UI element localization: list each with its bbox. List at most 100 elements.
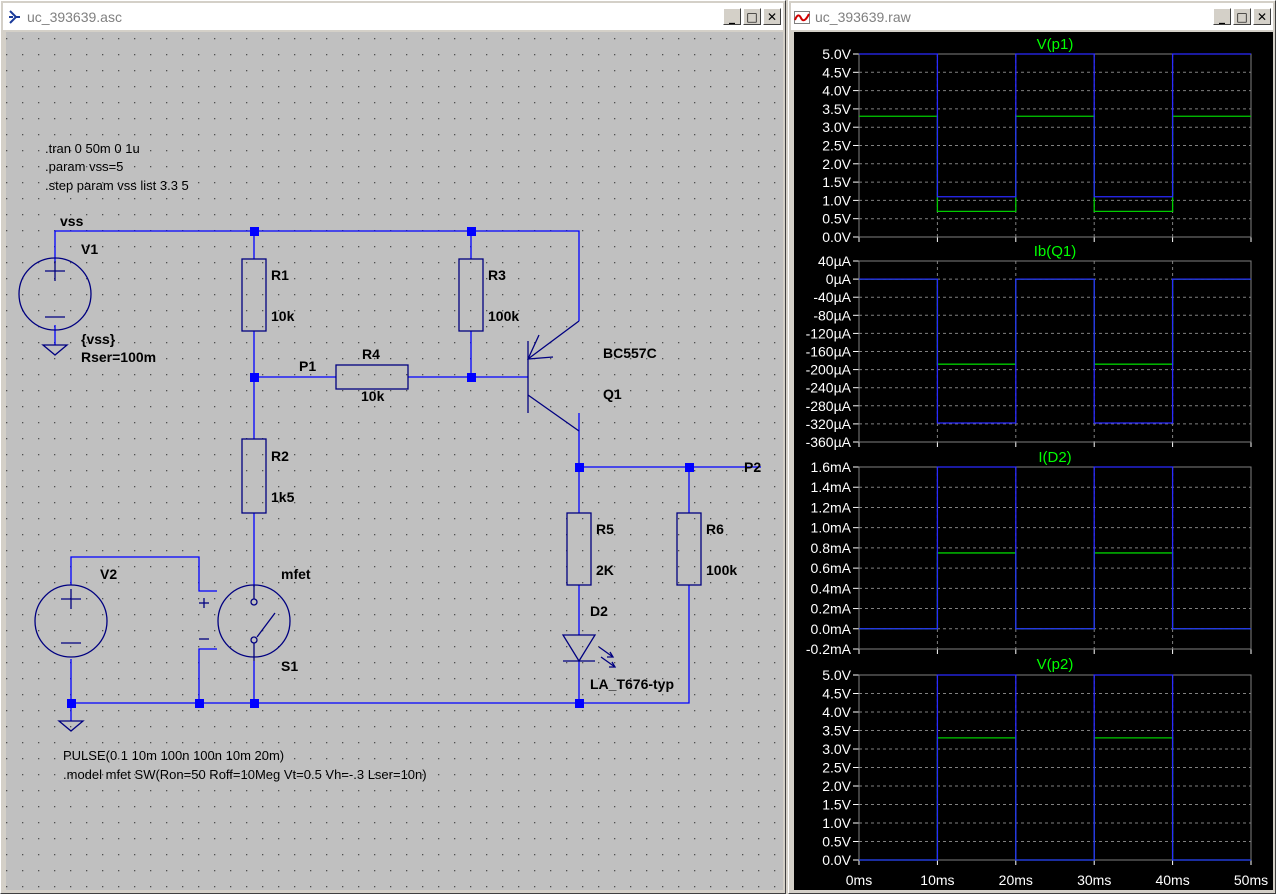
r4-value: 10k xyxy=(361,388,385,404)
d2-value: LA_T676-typ xyxy=(590,676,674,692)
schematic-canvas[interactable]: .tran 0 50m 0 1u .param vss=5 .step para… xyxy=(6,32,783,890)
ground-symbol-main xyxy=(57,720,85,732)
directive-param[interactable]: .param vss=5 xyxy=(45,159,123,174)
r3-name: R3 xyxy=(488,267,506,283)
y-tick-label: -120µA xyxy=(806,325,852,341)
y-tick-label: 1.5V xyxy=(822,174,851,190)
q1-value: BC557C xyxy=(603,345,657,361)
trace-title: I(D2) xyxy=(1038,449,1071,466)
trace-line xyxy=(859,115,1251,213)
y-tick-label: -0.2mA xyxy=(806,641,852,657)
y-tick-label: 1.0V xyxy=(822,815,851,831)
y-tick-label: 3.5V xyxy=(822,723,851,739)
y-tick-label: -360µA xyxy=(806,434,852,450)
maximize-button[interactable]: □ xyxy=(1233,8,1251,25)
waveform-pane[interactable]: 5.0V4.5V4.0V3.5V3.0V2.5V2.0V1.5V1.0V0.5V… xyxy=(822,656,1252,868)
trace-line xyxy=(859,466,1251,630)
r2-resistor[interactable] xyxy=(241,438,267,514)
r1-resistor[interactable] xyxy=(241,258,267,332)
schematic-window[interactable]: uc_393639.asc _ □ ✕ .tran 0 50m 0 1u .pa… xyxy=(0,0,786,894)
waveform-titlebar[interactable]: uc_393639.raw _ □ ✕ xyxy=(791,3,1273,30)
y-tick-label: 5.0V xyxy=(822,667,851,683)
y-tick-label: 0.0V xyxy=(822,229,851,245)
y-tick-label: 0.6mA xyxy=(811,560,852,576)
y-tick-label: -200µA xyxy=(806,362,852,378)
y-tick-label: 3.0V xyxy=(822,741,851,757)
r1-name: R1 xyxy=(271,267,289,283)
schematic-title: uc_393639.asc xyxy=(27,8,122,25)
y-tick-label: 5.0V xyxy=(822,46,851,62)
waveform-icon xyxy=(793,8,811,26)
trace-title: V(p2) xyxy=(1037,656,1074,673)
s1-name: S1 xyxy=(281,658,298,674)
trace-line xyxy=(859,737,1251,861)
ground-symbol-v1 xyxy=(41,344,69,356)
minimize-button[interactable]: _ xyxy=(723,8,741,25)
y-tick-label: -280µA xyxy=(806,398,852,414)
waveform-title: uc_393639.raw xyxy=(815,8,911,25)
y-tick-label: -160µA xyxy=(806,344,852,360)
r5-resistor[interactable] xyxy=(566,512,592,586)
close-button[interactable]: ✕ xyxy=(763,8,781,25)
x-tick-label: 20ms xyxy=(999,872,1033,888)
v1-rser: Rser=100m xyxy=(81,349,156,365)
q1-pnp-transistor[interactable] xyxy=(526,320,580,432)
y-tick-label: 0µA xyxy=(826,271,852,287)
y-tick-label: 4.5V xyxy=(822,64,851,80)
v2-voltage-source[interactable] xyxy=(34,584,108,658)
pane-frame xyxy=(858,53,1252,238)
y-tick-label: -80µA xyxy=(813,307,851,323)
r6-resistor[interactable] xyxy=(676,512,702,586)
waveform-pane[interactable]: 40µA0µA-40µA-80µA-120µA-160µA-200µA-240µ… xyxy=(806,243,1252,450)
y-tick-label: 1.2mA xyxy=(811,499,852,515)
minimize-button[interactable]: _ xyxy=(1213,8,1231,25)
schematic-titlebar[interactable]: uc_393639.asc _ □ ✕ xyxy=(3,3,783,30)
s1-value: mfet xyxy=(281,566,311,582)
r4-name: R4 xyxy=(362,346,380,362)
net-label-p2: P2 xyxy=(744,459,761,475)
r4-resistor[interactable] xyxy=(335,364,409,390)
v1-voltage-source[interactable] xyxy=(18,257,92,331)
x-tick-label: 40ms xyxy=(1155,872,1189,888)
trace-line xyxy=(859,278,1251,424)
r5-name: R5 xyxy=(596,521,614,537)
y-tick-label: 1.0V xyxy=(822,192,851,208)
close-button[interactable]: ✕ xyxy=(1253,8,1271,25)
x-tick-label: 50ms xyxy=(1234,872,1268,888)
y-tick-label: 2.0V xyxy=(822,778,851,794)
x-tick-label: 10ms xyxy=(920,872,954,888)
pane-frame xyxy=(858,466,1252,650)
r3-resistor[interactable] xyxy=(458,258,484,332)
trace-line xyxy=(859,552,1251,630)
y-tick-label: -240µA xyxy=(806,380,852,396)
r5-value: 2K xyxy=(596,562,614,578)
y-tick-label: -40µA xyxy=(813,289,851,305)
r2-value: 1k5 xyxy=(271,489,295,505)
y-tick-label: -320µA xyxy=(806,416,852,432)
r6-value: 100k xyxy=(706,562,737,578)
directive-step[interactable]: .step param vss list 3.3 5 xyxy=(45,178,189,193)
pulse-directive[interactable]: PULSE(0 1 10m 100n 100n 10m 20m) xyxy=(63,748,284,763)
y-tick-label: 4.5V xyxy=(822,686,851,702)
v2-name: V2 xyxy=(100,566,117,582)
y-tick-label: 0.0mA xyxy=(811,621,852,637)
model-directive[interactable]: .model mfet SW(Ron=50 Roff=10Meg Vt=0.5 … xyxy=(63,767,427,782)
y-tick-label: 3.0V xyxy=(822,119,851,135)
directive-tran[interactable]: .tran 0 50m 0 1u xyxy=(45,141,140,156)
y-tick-label: 1.4mA xyxy=(811,479,852,495)
r1-value: 10k xyxy=(271,308,295,324)
waveform-pane[interactable]: 1.6mA1.4mA1.2mA1.0mA0.8mA0.6mA0.4mA0.2mA… xyxy=(806,449,1252,657)
trace-title: Ib(Q1) xyxy=(1034,243,1077,260)
trace-line xyxy=(859,278,1251,365)
y-tick-label: 4.0V xyxy=(822,83,851,99)
waveform-window[interactable]: uc_393639.raw _ □ ✕ 5.0V 4.5V 4.0V 3.5V 3.0V… xyxy=(788,0,1276,894)
y-tick-label: 1.6mA xyxy=(811,459,852,475)
y-tick-label: 0.0V xyxy=(822,852,851,868)
s1-voltage-switch[interactable] xyxy=(199,584,291,661)
y-tick-label: 0.5V xyxy=(822,211,851,227)
waveform-svg[interactable]: 5.0V4.5V4.0V3.5V3.0V2.5V2.0V1.5V1.0V0.5V… xyxy=(794,32,1273,890)
waveform-pane[interactable]: 5.0V4.5V4.0V3.5V3.0V2.5V2.0V1.5V1.0V0.5V… xyxy=(822,36,1252,245)
maximize-button[interactable]: □ xyxy=(743,8,761,25)
d2-led[interactable] xyxy=(561,634,617,668)
